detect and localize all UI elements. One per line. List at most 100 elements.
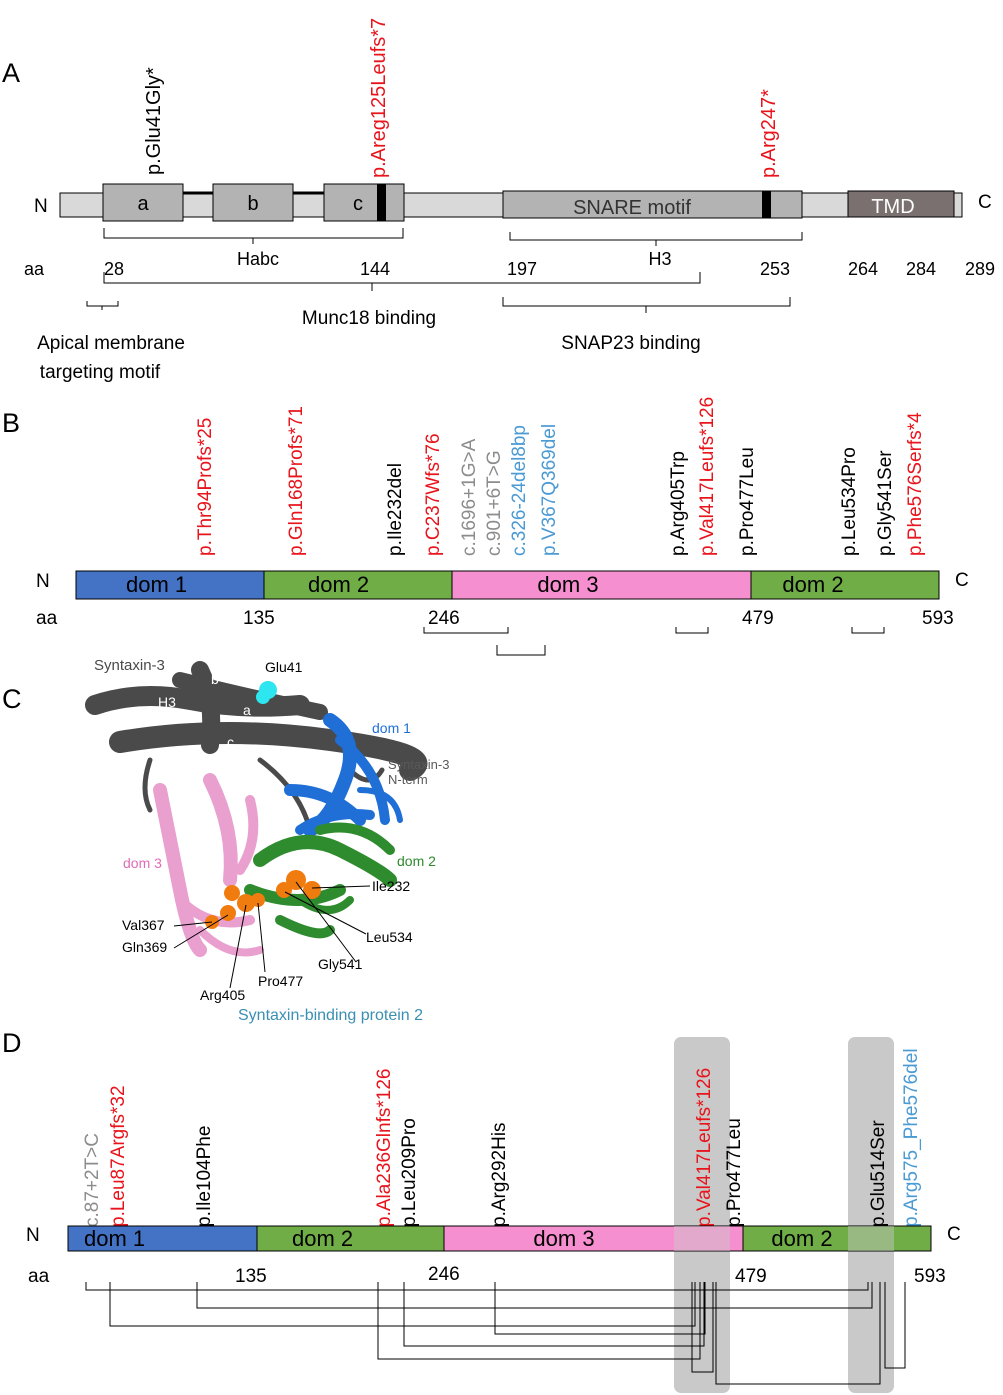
leu534-label: Leu534 — [366, 929, 413, 945]
panel-a-mutation-3: p.Arg247* — [758, 89, 780, 178]
panel-b-pos-246: 246 — [428, 608, 460, 629]
domain-b-label: b — [247, 193, 258, 215]
panel-d-aa-label: aa — [28, 1266, 50, 1287]
panel-b-dom3-label: dom 3 — [537, 572, 598, 597]
apical-label-line1: Apical membrane — [37, 333, 185, 354]
mutation-marker-c — [377, 184, 386, 221]
panel-d-dom1 — [67, 1225, 258, 1252]
panel-d-mutation-5: p.Leu209Pro — [399, 1118, 420, 1227]
mutation-marker-snare — [762, 191, 771, 218]
panel-b-mutation-14: p.Phe576Serfs*4 — [905, 412, 926, 556]
panel-d-dom1-label: dom 1 — [84, 1226, 145, 1251]
aa-position-144: 144 — [360, 259, 390, 279]
snap23-label: SNAP23 binding — [561, 333, 700, 354]
h3-bracket — [509, 232, 803, 246]
panel-d-dom3 — [443, 1225, 744, 1252]
panel-a-c-terminus: C — [978, 192, 992, 213]
syntaxin3-label: Syntaxin-3 — [94, 657, 165, 674]
helix-b-label: b — [211, 671, 219, 687]
panel-b-letter: B — [2, 408, 20, 438]
aa-position-264: 264 — [848, 259, 878, 279]
h3-label: H3 — [648, 249, 671, 269]
aa-position-284: 284 — [906, 259, 936, 279]
ile232-label: Ile232 — [372, 878, 410, 894]
apical-label-line2: targeting motif — [40, 362, 161, 383]
panel-d-c-terminus: C — [947, 1224, 961, 1245]
habc-label: Habc — [237, 249, 279, 269]
panel-d-mutation-6: p.Arg292His — [489, 1122, 510, 1227]
aa-position-253: 253 — [760, 259, 790, 279]
aa-position-289: 289 — [965, 259, 995, 279]
panel-d-connectors — [85, 1282, 906, 1385]
panel-b-dom3 — [451, 570, 752, 600]
panel-b-pos-593: 593 — [922, 608, 954, 629]
snare-motif-box — [502, 190, 803, 219]
domain-a-box — [102, 183, 184, 222]
domain-c-label: c — [353, 193, 363, 215]
panel-d-n-terminus: N — [26, 1225, 40, 1246]
panel-b-bracket-2 — [496, 645, 546, 656]
panel-d-dom2b-label: dom 2 — [771, 1226, 832, 1251]
panel-d-mutation-7: p.Val417Leufs*126 — [694, 1068, 715, 1227]
residue-leader-lines — [173, 881, 371, 989]
panel-b-c-terminus: C — [955, 570, 969, 591]
munc18-bracket — [103, 272, 701, 291]
gly541-label: Gly541 — [318, 956, 363, 972]
syntaxin3-nterm-label-2: N-term — [388, 772, 428, 787]
val367-label: Val367 — [122, 917, 165, 933]
panel-b-mutation-9: p.Arg405Trp — [668, 451, 689, 556]
panel-d-mutation-1: c.87+2T>C — [82, 1133, 103, 1227]
panel-d-mutation-8: p.Pro477Leu — [724, 1118, 745, 1227]
domain-b-box — [212, 183, 294, 222]
helix-c-label: c — [227, 734, 234, 750]
panel-d-pos-135: 135 — [235, 1266, 267, 1287]
panel-b-mutation-8: p.V367Q369del — [539, 424, 560, 556]
panel-b-mutation-3: p.Ile232del — [385, 463, 406, 556]
panel-b-mutation-4: p.C237Wfs*76 — [423, 433, 444, 556]
panel-b-aa-label: aa — [36, 608, 58, 629]
panel-b-mutation-5: c.1696+1G>A — [459, 438, 480, 556]
panel-d-mutation-2: p.Leu87Argfs*32 — [108, 1085, 129, 1227]
dom2-structure — [244, 822, 397, 939]
habc-bracket — [103, 228, 404, 244]
panel-a-n-terminus: N — [34, 196, 48, 217]
arg405-label: Arg405 — [200, 987, 245, 1003]
apical-bracket — [86, 301, 119, 310]
panel-c-letter: C — [2, 684, 22, 714]
panel-b-mutation-6: c.901+6T>G — [484, 450, 505, 556]
panel-b-mutation-10: p.Val417Leufs*126 — [697, 397, 718, 556]
pro477-label: Pro477 — [258, 973, 303, 989]
highlight-column-glu514 — [848, 1037, 894, 1393]
domain-a-label: a — [137, 193, 149, 215]
panel-d-dom2a-label: dom 2 — [292, 1226, 353, 1251]
panel-d-mutation-10: p.Arg575_Phe576del — [901, 1048, 922, 1227]
panel-b-bracket-1 — [423, 627, 509, 634]
gln369-label: Gln369 — [122, 939, 167, 955]
panel-b-mutation-12: p.Leu534Pro — [839, 447, 860, 556]
snap23-bracket — [502, 297, 791, 313]
tmd-box — [847, 190, 955, 218]
panel-d: D c.87+2T>C p.Leu87Argfs*32 p.Ile104Phe … — [2, 1028, 961, 1393]
dom1-structure — [284, 713, 403, 837]
panel-b-dom2b-label: dom 2 — [782, 572, 843, 597]
stxbp2-label: Syntaxin-binding protein 2 — [238, 1007, 423, 1024]
panel-d-pos-246: 246 — [428, 1264, 460, 1285]
panel-b-n-terminus: N — [36, 571, 50, 592]
panel-b: B p.Thr94Profs*25 p.Gln168Profs*71 p.Ile… — [2, 397, 969, 656]
panel-d-mutation-9: p.Glu514Ser — [868, 1120, 889, 1227]
panel-d-pos-479: 479 — [735, 1266, 767, 1287]
panel-b-bracket-3 — [675, 627, 709, 634]
highlight-overlay-1 — [674, 1226, 730, 1251]
munc18-label: Munc18 binding — [302, 308, 436, 329]
panel-c: C — [2, 657, 449, 1024]
glu41-label: Glu41 — [265, 659, 303, 675]
helix-h3-label: H3 — [158, 694, 176, 710]
panel-b-dom1 — [75, 570, 265, 600]
panel-d-pos-593: 593 — [914, 1266, 946, 1287]
panel-a-letter: A — [2, 58, 20, 88]
panel-a: A p.Glu41Gly* p.Areg125Leufs*7 p.Arg247*… — [2, 18, 995, 383]
snare-motif-label: SNARE motif — [573, 197, 691, 219]
helix-a-label: a — [243, 702, 251, 718]
panel-b-dom1-label: dom 1 — [126, 572, 187, 597]
panel-b-pos-135: 135 — [243, 608, 275, 629]
